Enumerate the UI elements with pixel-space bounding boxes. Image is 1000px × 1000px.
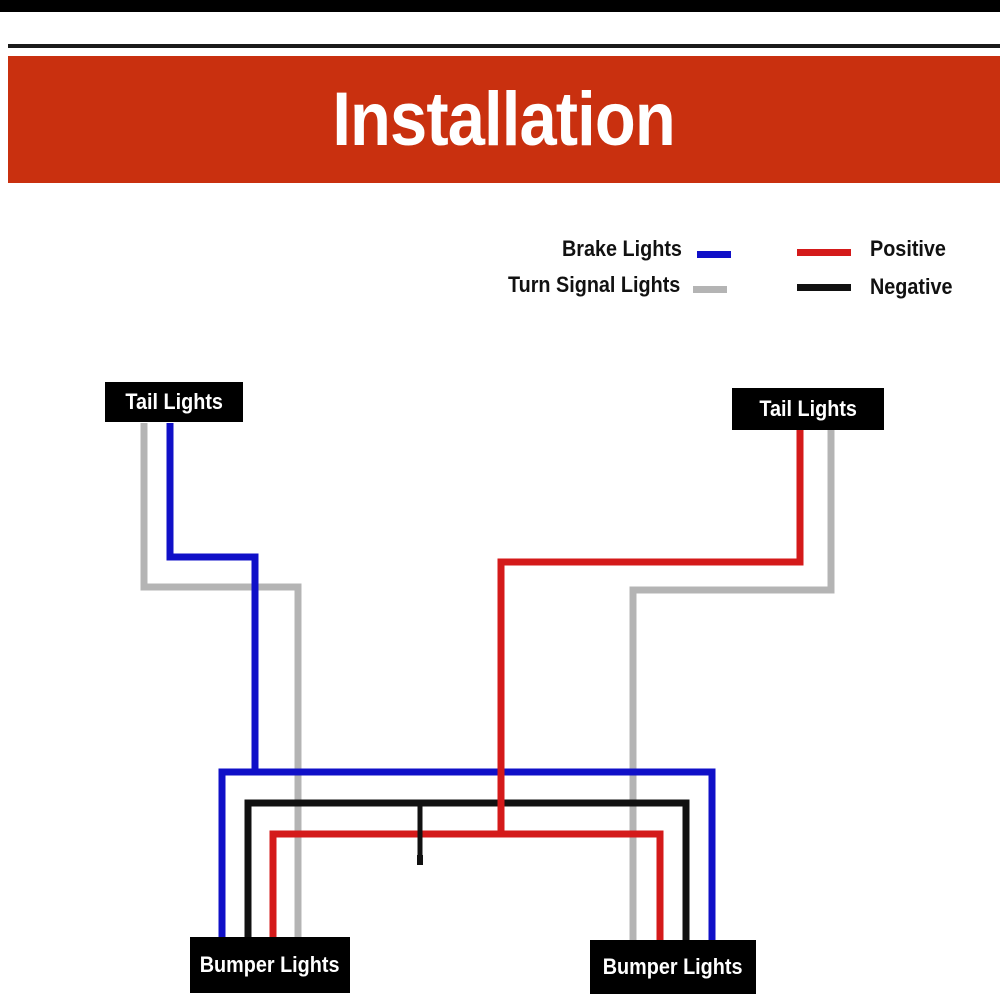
legend-label-negative: Negative	[870, 274, 953, 299]
legend-label-positive: Positive	[870, 236, 946, 261]
header-rule	[8, 44, 1000, 48]
bumper-lights-right-label: Bumper Lights	[603, 954, 743, 979]
wire-right-positive	[497, 430, 804, 834]
bumper-lights-left-label: Bumper Lights	[200, 952, 340, 977]
tail-lights-left-box: Tail Lights	[105, 382, 243, 422]
legend-swatch-positive	[797, 249, 851, 256]
wire-left-turn-signal	[140, 423, 302, 940]
wire-brake-loop	[218, 768, 716, 942]
wire-right-turn-signal	[629, 430, 835, 942]
tail-lights-left-label: Tail Lights	[125, 389, 223, 414]
legend-label-turn: Turn Signal Lights	[508, 272, 681, 297]
bumper-lights-left-box: Bumper Lights	[190, 937, 350, 993]
tail-lights-right-box: Tail Lights	[732, 388, 884, 430]
bumper-lights-right-box: Bumper Lights	[590, 940, 756, 994]
page-title: Installation	[332, 77, 676, 162]
title-banner: Installation	[8, 56, 1000, 183]
legend-label-brake: Brake Lights	[562, 236, 682, 261]
wire-negative-loop	[244, 799, 690, 942]
wire-positive-loop	[269, 830, 664, 942]
top-border	[0, 0, 1000, 12]
wire-left-brake	[166, 423, 259, 772]
legend-swatch-turn	[693, 286, 727, 293]
negative-lead-tip	[417, 855, 423, 865]
legend-swatch-brake	[697, 251, 731, 258]
legend-swatch-negative	[797, 284, 851, 291]
tail-lights-right-label: Tail Lights	[759, 396, 857, 421]
